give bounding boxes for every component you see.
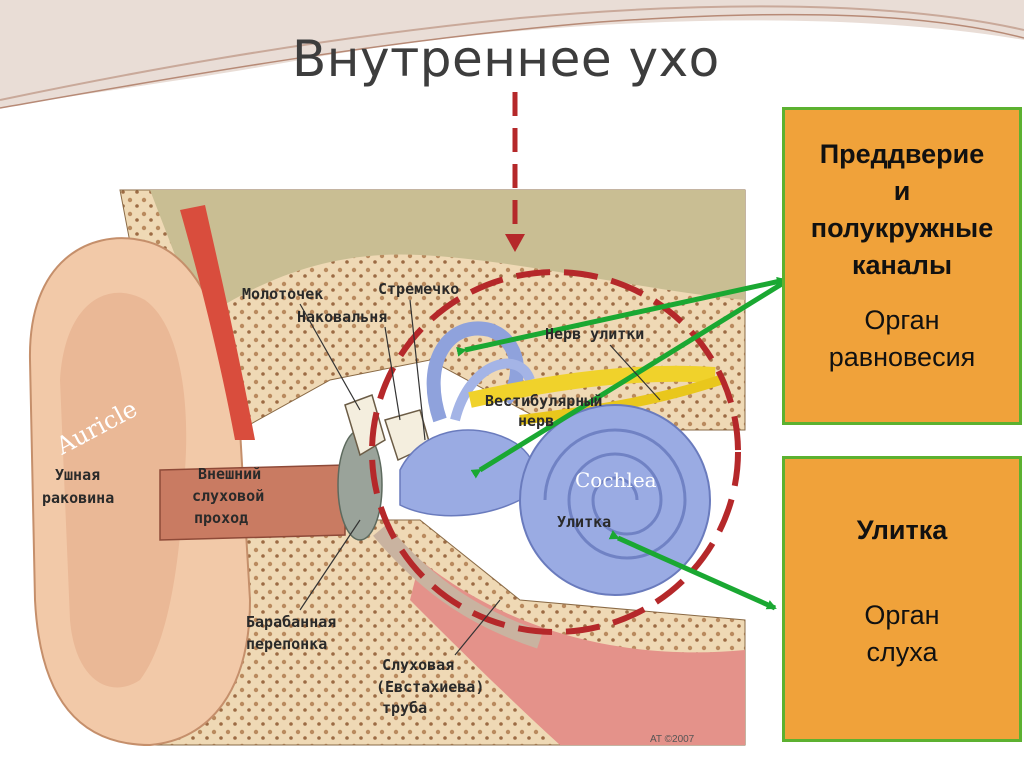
cochlea-note-line-1: Орган [864, 600, 940, 630]
vestibule-title-line-3: полукружные [810, 213, 994, 243]
arrow-cochlea [608, 530, 777, 611]
label-ear-canal-3: проход [194, 509, 248, 527]
label-malleus: Молоточек [242, 285, 323, 303]
vestibule-note-line-1: Орган [864, 305, 940, 335]
vestibule-title-line-4: каналы [851, 250, 953, 280]
inner-ear-dashed-circle [369, 269, 741, 635]
artist-signature: AT ©2007 [650, 734, 695, 745]
label-auricle-ru: Ушная [55, 466, 100, 484]
label-eustachian-tube-2: (Евстахиева) [376, 678, 484, 696]
label-auricle-ru-2: раковина [42, 489, 114, 507]
label-eardrum: Барабанная [246, 613, 336, 631]
cochlea-title: Улитка [856, 515, 948, 545]
cochlea-note-line-2: слуха [866, 637, 938, 667]
arrow-vestibule [470, 279, 787, 479]
title-pointer-arrow [505, 92, 525, 252]
label-eustachian-tube: Слуховая [382, 656, 454, 674]
ear-illustration [18, 180, 758, 747]
vestibule-title-line-1: Преддверие [819, 139, 985, 169]
label-incus: Наковальня [297, 308, 387, 326]
label-ear-canal-2: слуховой [192, 487, 264, 505]
vestibule-title-line-2: и [893, 176, 911, 206]
arrow-semicircular-canals [456, 276, 787, 357]
label-leader-lines [299, 299, 661, 656]
vestibule-info-box: Преддверие и полукружные каналы Орган ра… [782, 107, 1022, 425]
label-stapes: Стремечко [378, 280, 459, 298]
label-cochlea-en: Cochlea [575, 468, 657, 492]
label-eardrum-2: перепонка [246, 635, 327, 653]
cochlea-info-box: Улитка Орган слуха [782, 456, 1022, 742]
label-cochlea-ru: Улитка [557, 513, 611, 531]
slide-title: Внутреннее ухо [292, 30, 720, 88]
label-cochlear-nerve: Нерв улитки [545, 325, 644, 343]
green-arrows [456, 276, 787, 611]
label-ear-canal: Внешний [198, 465, 261, 483]
label-vestibular-nerve: Вестибулярный [485, 392, 602, 410]
label-eustachian-tube-3: труба [382, 699, 427, 717]
label-vestibular-nerve-2: нерв [518, 412, 554, 430]
vestibule-note-line-2: равновесия [828, 342, 976, 372]
header-swoosh [0, 0, 1024, 109]
